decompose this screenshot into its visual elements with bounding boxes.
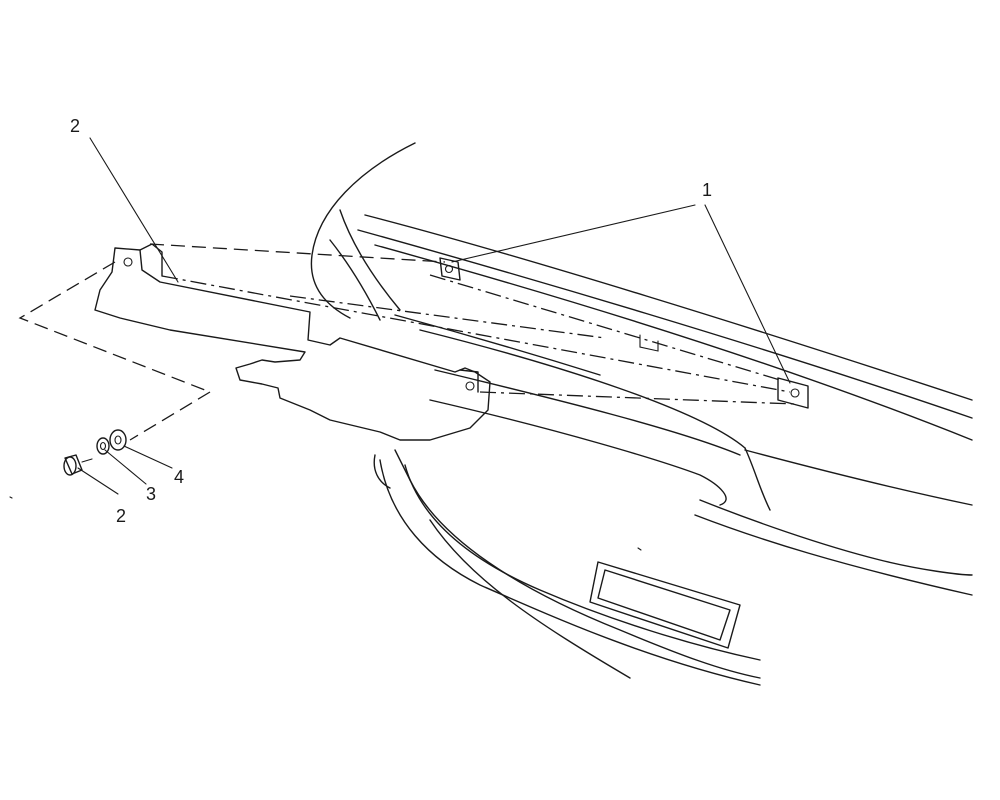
callout-2-deflector: 2 <box>70 116 80 136</box>
callout-leaders <box>77 137 791 495</box>
vehicle-front-end <box>9 142 973 686</box>
washer-4 <box>109 429 127 451</box>
air-deflector-panel <box>94 243 491 441</box>
retainer-right <box>777 377 809 409</box>
alignment-lines <box>18 243 796 441</box>
bolt <box>63 454 93 476</box>
callout-1-retainers: 1 <box>702 180 712 200</box>
callout-3-washer: 3 <box>146 484 156 504</box>
callout-2-bolt: 2 <box>116 506 126 526</box>
washer-3 <box>96 437 110 455</box>
callout-4-washer: 4 <box>174 467 184 487</box>
retainer-left <box>439 257 461 281</box>
